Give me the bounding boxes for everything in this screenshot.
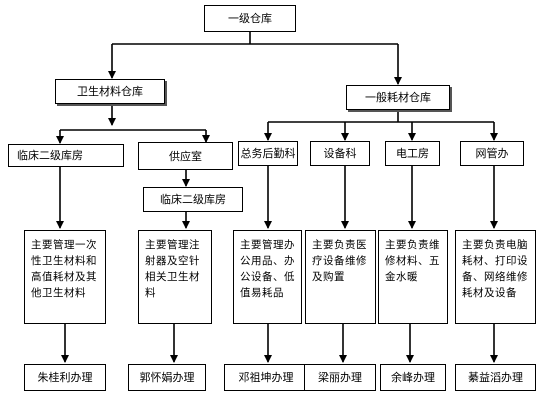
clinical-duty-box: 主要管理一次性卫生材料和高值耗材及其他卫生材料 [24,230,106,324]
supply-dept-node: 供应室 [138,142,233,170]
logistics-handler-node: 邓祖坤办理 [224,364,308,391]
root-node: 一级仓库 [204,5,296,32]
network-dept-node: 网管办 [460,141,524,166]
supply-sub-dept-node: 临床二级库房 [143,187,243,212]
logistics-duty-box: 主要管理办公用品、办公设备、低值易耗品 [233,230,302,324]
logistics-dept-node: 总务后勤科 [238,141,298,166]
electrical-duty-box: 主要负责维修材料、五金水暖 [378,230,448,324]
network-handler-node: 綦益滔办理 [455,364,536,391]
supply-handler-node: 郭怀娟办理 [128,364,206,391]
equipment-dept-node: 设备科 [310,141,370,166]
electrical-handler-node: 余峰办理 [380,364,446,391]
clinical-handler-node: 朱桂利办理 [24,364,106,391]
supply-duty-box: 主要管理注射器及空针相关卫生材料 [138,230,212,324]
electrical-dept-node: 电工房 [385,141,440,166]
equipment-handler-node: 梁丽办理 [304,364,376,391]
clinical-dept-node: 临床二级库房 [8,144,124,167]
general-warehouse-node: 一般耗材仓库 [346,85,450,110]
network-duty-box: 主要负责电脑耗材、打印设备、网络维修耗材及设备 [455,230,536,324]
medical-warehouse-node: 卫生材料仓库 [55,79,165,104]
equipment-duty-box: 主要负责医疗设备维修及购置 [305,230,376,324]
